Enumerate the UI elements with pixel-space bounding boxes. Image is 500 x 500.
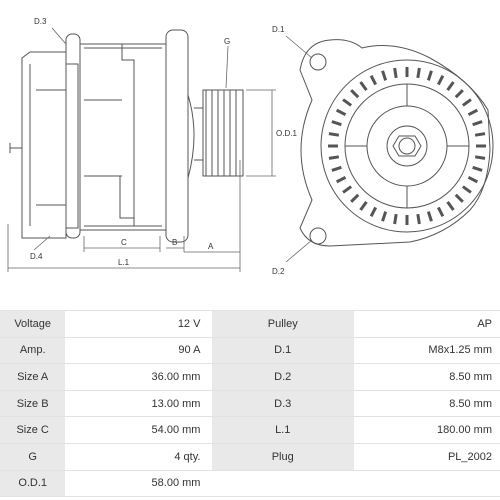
vent-slot bbox=[416, 213, 421, 225]
vent-slot bbox=[369, 206, 378, 218]
spec-value: 180.00 mm bbox=[353, 417, 500, 444]
label-c: C bbox=[121, 238, 127, 247]
vent-slot bbox=[359, 81, 368, 92]
vent-slot bbox=[426, 211, 433, 222]
vent-slot bbox=[381, 70, 388, 81]
vent-slot bbox=[350, 193, 360, 203]
vent-slot bbox=[328, 155, 340, 160]
front-view-outline bbox=[299, 39, 494, 247]
spec-value: M8x1.25 mm bbox=[353, 337, 500, 365]
table-row: Amp. 90 A D.1 M8x1.25 mm bbox=[0, 337, 500, 365]
vent-slot bbox=[436, 74, 445, 86]
spec-label: O.D.1 bbox=[0, 470, 66, 498]
vent-slot bbox=[331, 120, 342, 127]
spec-label: Size C bbox=[0, 417, 66, 444]
vent-slot bbox=[335, 108, 347, 117]
front-housing bbox=[165, 29, 195, 243]
label-b: B bbox=[172, 238, 177, 247]
vent-slot bbox=[454, 89, 464, 99]
vent-slot bbox=[472, 165, 483, 172]
empty-cell bbox=[353, 470, 500, 498]
vent-slot bbox=[393, 67, 398, 79]
table-row: O.D.1 58.00 mm bbox=[0, 470, 500, 498]
vent-slot bbox=[342, 98, 353, 107]
empty-cell bbox=[211, 470, 354, 498]
vent-slot bbox=[472, 120, 483, 127]
vent-slot bbox=[476, 144, 486, 148]
vent-slot bbox=[474, 155, 486, 160]
table-row: Voltage 12 V Pulley AP bbox=[0, 310, 500, 338]
spec-label: L.1 bbox=[211, 417, 354, 444]
spec-label: G bbox=[0, 443, 66, 471]
vent-slot bbox=[436, 206, 445, 218]
vent-slot bbox=[467, 175, 479, 184]
vent-slot bbox=[405, 67, 409, 77]
spec-value: 54.00 mm bbox=[65, 417, 209, 444]
label-d3: D.3 bbox=[34, 17, 47, 26]
spec-value: 4 qty. bbox=[65, 443, 209, 471]
vent-slot bbox=[416, 67, 421, 79]
table-row: Size A 36.00 mm D.2 8.50 mm bbox=[0, 364, 500, 391]
vent-slot bbox=[331, 165, 342, 172]
spec-value: 12 V bbox=[65, 310, 209, 338]
spec-value: 13.00 mm bbox=[65, 390, 209, 418]
vent-slot bbox=[446, 81, 455, 92]
vent-slot bbox=[474, 132, 486, 137]
vent-slot bbox=[454, 193, 464, 203]
label-d4: D.4 bbox=[30, 252, 43, 261]
spec-label: Pulley bbox=[211, 310, 354, 338]
vent-slot bbox=[328, 132, 340, 137]
label-od1: O.D.1 bbox=[276, 129, 297, 138]
spec-value: AP bbox=[353, 310, 500, 338]
vent-slot bbox=[426, 70, 433, 81]
spec-label: D.2 bbox=[211, 364, 354, 391]
spec-label: Size B bbox=[0, 390, 66, 418]
stator-body bbox=[79, 43, 167, 231]
spec-label: Plug bbox=[211, 443, 354, 471]
ventilation-slots bbox=[328, 67, 486, 225]
vent-slot bbox=[328, 144, 338, 148]
table-row: G 4 qty. Plug PL_2002 bbox=[0, 443, 500, 471]
vent-slot bbox=[393, 213, 398, 225]
dimension-lines bbox=[7, 27, 313, 272]
spec-value: 8.50 mm bbox=[353, 364, 500, 391]
spec-value: 36.00 mm bbox=[65, 364, 209, 391]
spec-label: D.3 bbox=[211, 390, 354, 418]
vent-slot bbox=[369, 74, 378, 86]
label-a: A bbox=[208, 242, 214, 251]
spec-label: Amp. bbox=[0, 337, 66, 365]
table-row: Size B 13.00 mm D.3 8.50 mm bbox=[0, 390, 500, 418]
vent-slot bbox=[461, 185, 472, 194]
spec-value: 90 A bbox=[65, 337, 209, 365]
specifications-table: Voltage 12 V Pulley AP Amp. 90 A D.1 M8x… bbox=[0, 310, 500, 498]
alternator-diagram: D.3 G D.1 O.D.1 D.4 C B A L.1 D.2 bbox=[7, 17, 494, 276]
label-l1: L.1 bbox=[118, 258, 130, 267]
vent-slot bbox=[381, 211, 388, 222]
spec-value: PL_2002 bbox=[353, 443, 500, 471]
label-d2: D.2 bbox=[272, 267, 285, 276]
vent-slot bbox=[467, 108, 479, 117]
pulley bbox=[194, 89, 244, 177]
vent-slot bbox=[405, 215, 409, 225]
vent-slot bbox=[461, 98, 472, 107]
vent-slot bbox=[446, 200, 455, 211]
vent-slot bbox=[342, 185, 353, 194]
spec-value: 58.00 mm bbox=[65, 470, 209, 498]
spec-value: 8.50 mm bbox=[353, 390, 500, 418]
label-g: G bbox=[224, 37, 230, 46]
vent-slot bbox=[359, 200, 368, 211]
table-row: Size C 54.00 mm L.1 180.00 mm bbox=[0, 417, 500, 444]
rear-housing bbox=[9, 33, 81, 239]
vent-slot bbox=[350, 89, 360, 99]
label-d1: D.1 bbox=[272, 25, 285, 34]
spec-label: Voltage bbox=[0, 310, 66, 338]
spec-label: Size A bbox=[0, 364, 66, 391]
vent-slot bbox=[335, 175, 347, 184]
spec-label: D.1 bbox=[211, 337, 354, 365]
